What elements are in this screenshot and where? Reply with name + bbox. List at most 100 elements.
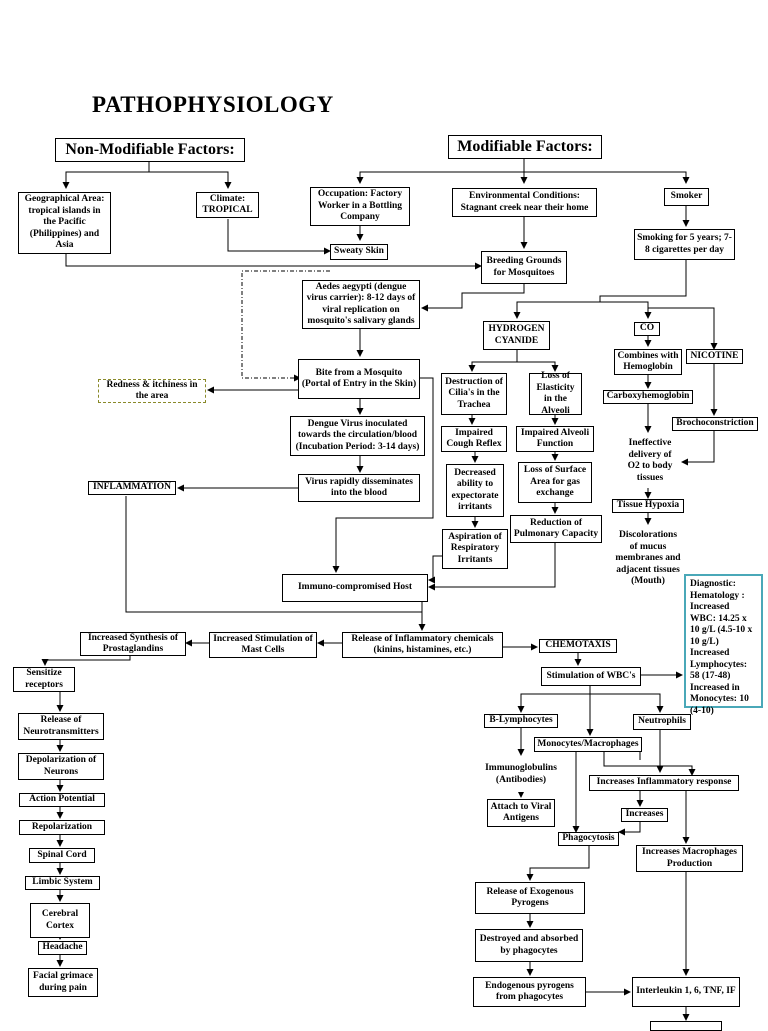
virus-disseminates-label: Virus rapidly disseminates into the bloo… (305, 476, 413, 499)
occupation-box: Occupation: Factory Worker in a Bottling… (310, 187, 410, 226)
cutoff-box (650, 1021, 722, 1031)
chemotaxis-box: CHEMOTAXIS (539, 639, 617, 653)
discolorations-box: Discolorations of mucus membranes and ad… (612, 526, 684, 592)
loss-elasticity-box: Loss of Elasticity in the Alveoli (529, 371, 582, 416)
loss-surface-label: Loss of Surface Area for gas exchange (523, 465, 587, 499)
bite-label: Bite from a Mosquito (Portal of Entry in… (301, 367, 417, 390)
brochoconstriction-box: Brochoconstriction (672, 417, 758, 431)
modifiable-factors-box: Modifiable Factors: (448, 135, 602, 159)
discolorations-label: Discolorations of mucus membranes and ad… (615, 530, 681, 587)
inflammation-label: INFLAMMATION (93, 482, 171, 493)
environment-label: Environmental Conditions: Stagnant creek… (460, 191, 589, 213)
sweaty-skin-label: Sweaty Skin (334, 246, 384, 257)
headache-label: Headache (42, 942, 83, 953)
redness-label: Redness & itchiness in the area (106, 379, 198, 402)
stimulation-wbc-box: Stimulation of WBC's (541, 667, 641, 686)
immuno-host-label: Immuno-compromised Host (297, 582, 413, 593)
non-modifiable-label: Non-Modifiable Factors: (65, 141, 235, 158)
reduction-pulmonary-label: Reduction of Pulmonary Capacity (513, 517, 599, 540)
endogenous-pyrogens-label: Endogenous pyrogens from phagocytes (485, 980, 574, 1003)
sensitize-receptors-box: Sensitize receptors (13, 667, 75, 692)
loss-surface-area-box: Loss of Surface Area for gas exchange (518, 462, 592, 503)
release-neuro-label: Release of Neurotransmitters (23, 715, 99, 737)
ineffective-delivery-box: Ineffective delivery of O2 to body tissu… (620, 434, 680, 488)
combines-hemoglobin-box: Combines with Hemoglobin (614, 349, 682, 375)
aspiration-box: Aspiration of Respiratory Irritants (442, 529, 508, 569)
carboxyhemoglobin-box: Carboxyhemoglobin (603, 390, 693, 404)
monocytes-label: Monocytes/Macrophages (537, 738, 639, 749)
headache-box: Headache (38, 941, 87, 955)
decreased-ability-label: Decreased ability to expectorate irritan… (451, 467, 499, 513)
neutrophils-box: Neutrophils (633, 714, 691, 730)
destroyed-absorbed-label: Destroyed and absorbed by phagocytes (479, 934, 579, 956)
limbic-system-box: Limbic System (25, 876, 100, 890)
attach-antigens-label: Attach to Viral Antigens (490, 801, 552, 824)
nicotine-label: NICOTINE (690, 350, 739, 361)
climate-label: Climate: TROPICAL (202, 193, 253, 216)
page-title: PATHOPHYSIOLOGY (92, 92, 334, 117)
interleukin-box: Interleukin 1, 6, TNF, IF (632, 977, 740, 1007)
breeding-grounds-box: Breeding Grounds for Mosquitoes (481, 251, 567, 284)
increased-stimulation-mast-label: Increased Stimulation of Mast Cells (213, 633, 313, 656)
climate-box: Climate: TROPICAL (196, 192, 259, 218)
b-lymphocytes-box: B-Lymphocytes (484, 714, 558, 728)
cerebral-cortex-box: Cerebral Cortex (30, 903, 90, 938)
limbic-label: Limbic System (32, 877, 93, 888)
smoking-years-box: Smoking for 5 years; 7-8 cigarettes per … (634, 229, 735, 260)
inflammation-box: INFLAMMATION (88, 481, 176, 495)
geographical-label: Geographical Area: tropical islands in t… (24, 194, 105, 251)
aspiration-label: Aspiration of Respiratory Irritants (448, 531, 502, 565)
attach-antigens-box: Attach to Viral Antigens (487, 799, 555, 827)
ineffective-delivery-label: Ineffective delivery of O2 to body tissu… (627, 438, 673, 483)
smoker-label: Smoker (670, 191, 703, 202)
increases-macrophages-label: Increases Macrophages Production (642, 847, 737, 869)
loss-elasticity-label: Loss of Elasticity in the Alveoli (536, 371, 575, 416)
increased-synthesis-label: Increased Synthesis of Prostaglandins (87, 632, 179, 655)
breeding-label: Breeding Grounds for Mosquitoes (486, 256, 562, 278)
facial-grimace-box: Facial grimace during pain (28, 968, 98, 997)
smoking-years-label: Smoking for 5 years; 7-8 cigarettes per … (637, 233, 732, 255)
action-potential-box: Action Potential (19, 793, 105, 807)
diagnostic-label: Diagnostic: Hematology : Increased WBC: … (690, 579, 753, 716)
non-modifiable-factors-box: Non-Modifiable Factors: (55, 138, 245, 162)
smoker-box: Smoker (664, 188, 709, 206)
chemotaxis-label: CHEMOTAXIS (545, 640, 611, 651)
impaired-alveoli-label: Impaired Alveoli Function (520, 427, 590, 450)
nicotine-box: NICOTINE (686, 349, 743, 364)
increases-box: Increases (621, 808, 668, 822)
redness-itchiness-box: Redness & itchiness in the area (98, 379, 206, 403)
impaired-cough-box: Impaired Cough Reflex (441, 426, 507, 452)
tissue-hypoxia-label: Tissue Hypoxia (616, 500, 680, 511)
repolarization-box: Repolarization (19, 820, 105, 835)
immuno-host-box: Immuno-compromised Host (282, 574, 428, 602)
interleukin-label: Interleukin 1, 6, TNF, IF (636, 986, 736, 997)
depolarization-label: Depolarization of Neurons (25, 755, 97, 777)
spinal-cord-label: Spinal Cord (37, 849, 87, 860)
stimulation-wbc-label: Stimulation of WBC's (546, 670, 636, 681)
destruction-cilia-box: Destruction of Cilia's in the Trachea (441, 373, 507, 415)
diagnostic-box: Diagnostic: Hematology : Increased WBC: … (684, 574, 763, 716)
virus-disseminates-box: Virus rapidly disseminates into the bloo… (298, 474, 420, 502)
repolarization-label: Repolarization (31, 821, 93, 832)
release-neurotransmitters-box: Release of Neurotransmitters (18, 713, 104, 740)
endogenous-pyrogens-box: Endogenous pyrogens from phagocytes (473, 977, 586, 1007)
co-label: CO (639, 323, 655, 334)
increases-inflammatory-box: Increases Inflammatory response (589, 775, 739, 791)
monocytes-macrophages-box: Monocytes/Macrophages (534, 737, 642, 752)
sweaty-skin-box: Sweaty Skin (330, 244, 388, 260)
bite-mosquito-box: Bite from a Mosquito (Portal of Entry in… (298, 359, 420, 399)
combines-hemoglobin-label: Combines with Hemoglobin (617, 350, 679, 373)
modifiable-label: Modifiable Factors: (457, 138, 593, 155)
depolarization-box: Depolarization of Neurons (18, 753, 104, 780)
phagocytosis-label: Phagocytosis (562, 833, 615, 844)
geographical-area-box: Geographical Area: tropical islands in t… (18, 192, 111, 254)
neutrophils-label: Neutrophils (638, 716, 686, 727)
immunoglobulins-box: Immunoglobulins (Antibodies) (478, 757, 564, 792)
immunoglobulins-label: Immunoglobulins (Antibodies) (485, 763, 557, 785)
increases-label: Increases (625, 809, 664, 820)
release-inflammatory-label: Release of Inflammatory chemicals (kinin… (351, 633, 494, 656)
aedes-aegypti-box: Aedes aegypti (dengue virus carrier): 8-… (302, 280, 420, 329)
sensitize-label: Sensitize receptors (25, 668, 63, 690)
release-exogenous-box: Release of Exogenous Pyrogens (475, 882, 585, 914)
